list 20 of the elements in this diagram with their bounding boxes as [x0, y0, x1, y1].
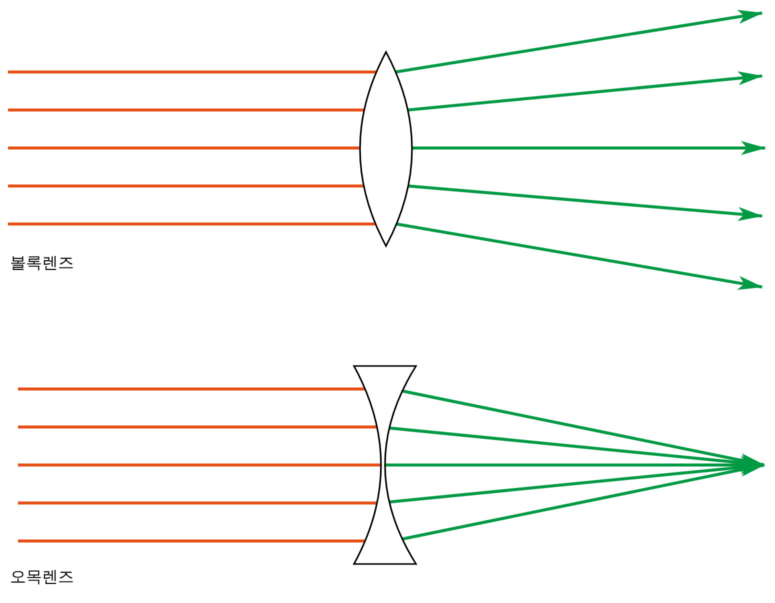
ray-arrow [395, 10, 763, 74]
lens-shape [353, 365, 417, 565]
light-ray [8, 70, 376, 74]
light-ray [8, 146, 360, 150]
lens-label: 오목렌즈 [10, 568, 74, 586]
ray-arrow [408, 184, 763, 221]
light-ray [8, 184, 364, 188]
light-ray [18, 388, 366, 390]
lens-shape [359, 51, 413, 247]
light-ray [18, 426, 378, 428]
light-ray [8, 222, 376, 226]
light-ray [18, 540, 366, 542]
lens-label: 볼록렌즈 [10, 254, 74, 272]
light-ray [8, 108, 364, 112]
ray-arrow [408, 71, 763, 112]
ray-arrow [412, 141, 766, 155]
ray-arrow [396, 222, 763, 290]
ray-arrow [402, 462, 765, 540]
light-ray [18, 502, 378, 504]
light-ray [18, 464, 381, 466]
